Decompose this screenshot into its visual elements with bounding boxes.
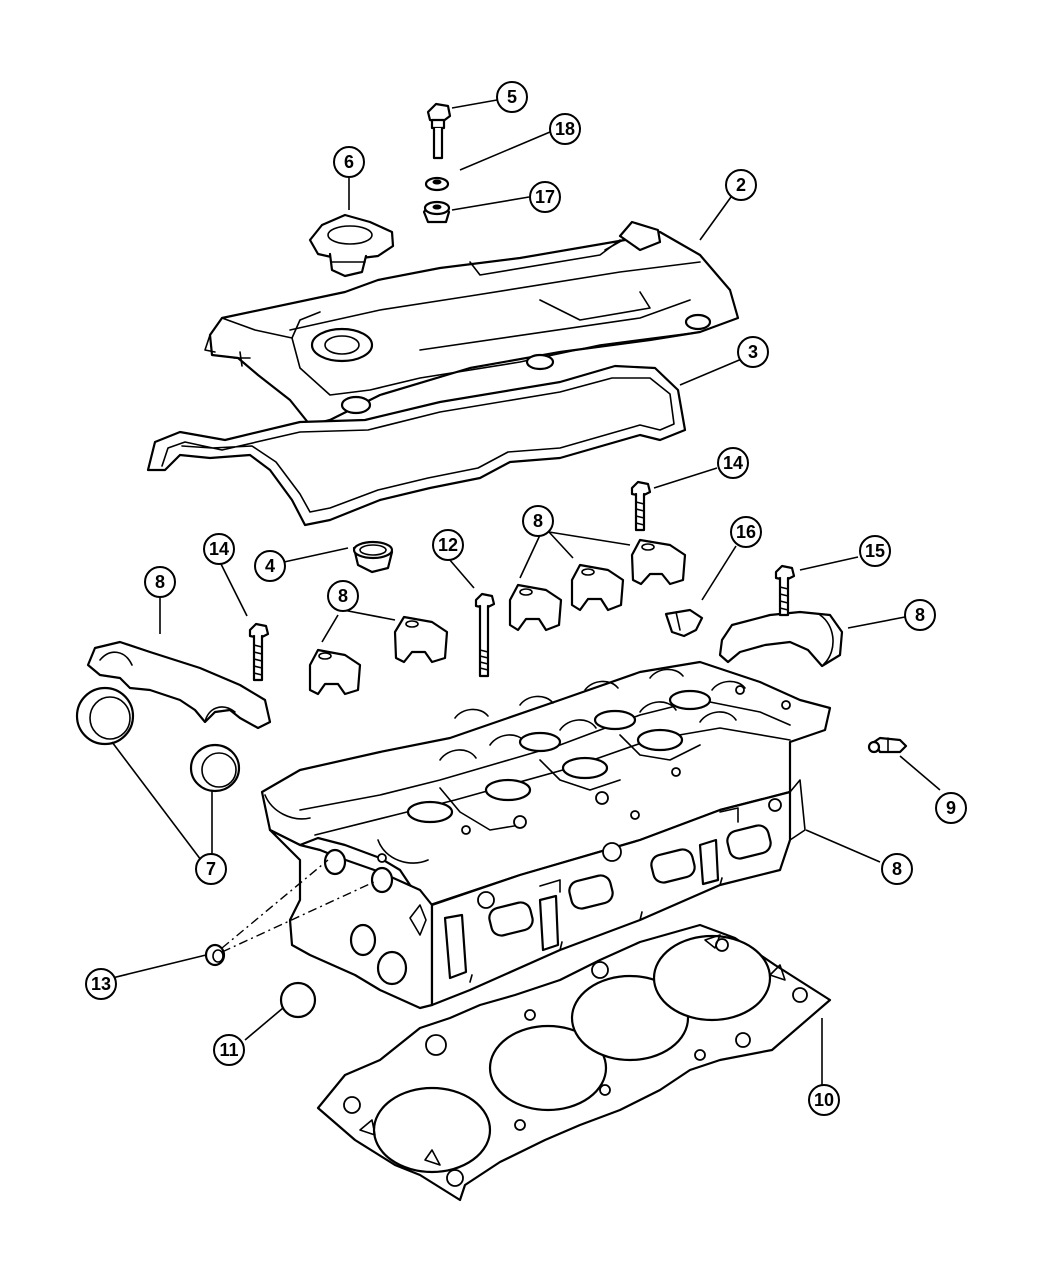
callout-14-right: 14 — [717, 447, 749, 479]
callout-5: 5 — [496, 81, 528, 113]
oil-filler-cap — [308, 213, 395, 278]
cup-plug-large — [279, 981, 317, 1019]
callout-7: 7 — [195, 853, 227, 885]
svg-text:17: 17 — [535, 187, 555, 207]
svg-text:8: 8 — [892, 859, 902, 879]
svg-text:14: 14 — [723, 453, 743, 473]
callout-12: 12 — [432, 529, 464, 561]
bearing-cap-b — [393, 615, 449, 664]
svg-text:12: 12 — [438, 535, 458, 555]
svg-text:8: 8 — [915, 605, 925, 625]
svg-text:2: 2 — [736, 175, 746, 195]
callout-6: 6 — [333, 146, 365, 178]
callout-14-left: 14 — [203, 533, 235, 565]
svg-text:6: 6 — [344, 152, 354, 172]
plug-location-line-2 — [221, 881, 375, 953]
camshaft-seal-large — [75, 686, 135, 746]
callout-15: 15 — [859, 535, 891, 567]
cover-bolt — [426, 102, 452, 160]
plug-location-line-1 — [221, 859, 329, 949]
callout-18: 18 — [549, 113, 581, 145]
bolt-14-left — [248, 622, 270, 682]
cover-washer — [424, 176, 450, 192]
callout-10: 10 — [808, 1084, 840, 1116]
callout-8-left: 8 — [144, 566, 176, 598]
cup-plug-small — [204, 943, 226, 967]
bolt-15 — [774, 564, 796, 617]
svg-text:7: 7 — [206, 859, 216, 879]
callout-11: 11 — [213, 1034, 245, 1066]
svg-text:11: 11 — [219, 1040, 238, 1060]
svg-text:9: 9 — [946, 798, 956, 818]
valve-cover-gasket — [146, 364, 687, 527]
cylinder-head — [260, 660, 832, 1010]
bolt-12 — [474, 592, 496, 678]
svg-text:18: 18 — [555, 119, 575, 139]
bearing-cap-rocker — [718, 610, 844, 668]
svg-text:4: 4 — [265, 556, 275, 576]
svg-text:15: 15 — [865, 541, 885, 561]
callout-17: 17 — [529, 181, 561, 213]
bearing-cap-d — [570, 563, 625, 612]
svg-text:5: 5 — [507, 87, 517, 107]
svg-text:13: 13 — [91, 974, 111, 994]
lash-adjuster — [664, 608, 704, 638]
callout-13: 13 — [85, 968, 117, 1000]
cover-grommet — [422, 200, 451, 224]
spark-plug-tube-seal — [352, 540, 394, 574]
callout-3: 3 — [737, 336, 769, 368]
svg-text:16: 16 — [736, 522, 756, 542]
callout-8-top: 8 — [522, 505, 554, 537]
svg-text:14: 14 — [209, 539, 229, 559]
callout-16: 16 — [730, 516, 762, 548]
bearing-cap-a — [308, 648, 362, 696]
svg-text:8: 8 — [533, 511, 543, 531]
svg-text:10: 10 — [814, 1090, 834, 1110]
callout-2: 2 — [725, 169, 757, 201]
leader-lines — [103, 99, 941, 1085]
callout-8-middle: 8 — [327, 580, 359, 612]
svg-text:8: 8 — [338, 586, 348, 606]
bearing-cap-e — [630, 538, 687, 586]
svg-text:3: 3 — [748, 342, 758, 362]
bolt-14-right — [630, 480, 652, 532]
callout-8-rocker: 8 — [904, 599, 936, 631]
temperature-sensor — [867, 736, 908, 754]
head-gasket — [316, 923, 832, 1202]
valve-cover — [204, 220, 740, 427]
bearing-cap-c — [508, 583, 563, 632]
front-bearing-cap — [86, 640, 272, 730]
camshaft-seal-small — [189, 743, 241, 793]
callout-8-side: 8 — [881, 853, 913, 885]
callout-9: 9 — [935, 792, 967, 824]
svg-text:8: 8 — [155, 572, 165, 592]
callout-4: 4 — [254, 550, 286, 582]
